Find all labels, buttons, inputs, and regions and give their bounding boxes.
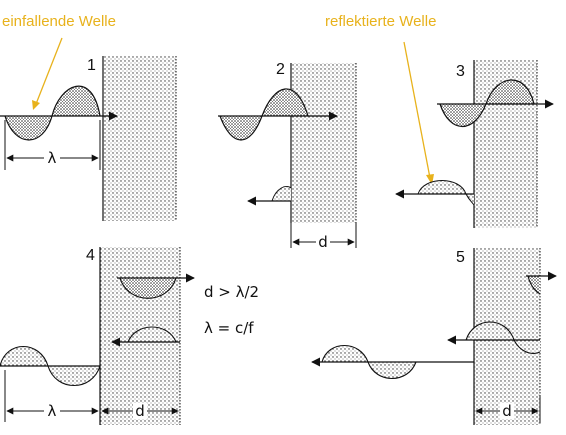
- panel-3: 3: [395, 60, 554, 228]
- panel-4: λ d 4: [0, 247, 195, 425]
- reflected-wave-label: reflektierte Welle: [325, 13, 436, 30]
- medium-slab: [291, 63, 356, 223]
- reflected-annotation-pointer: [403, 41, 431, 179]
- transmitted-wave: [119, 277, 177, 299]
- panel-1: λ 1: [0, 56, 177, 221]
- lambda-label: λ: [48, 402, 57, 420]
- panel-number: 5: [456, 249, 465, 266]
- incident-pointer-head: [32, 100, 40, 110]
- transmitted-wave: [527, 275, 541, 295]
- reflected-wave-fill: [418, 180, 474, 205]
- internal-reflection-fill: [466, 322, 540, 354]
- back-reflection-wave: [127, 326, 177, 343]
- lambda-label: λ: [48, 149, 57, 167]
- panel-5: d 5: [311, 248, 557, 425]
- back-reflection-fill: [128, 327, 176, 342]
- wave-fill: [5, 86, 100, 140]
- medium-slab: [103, 56, 176, 221]
- wave-fill: [220, 88, 308, 140]
- reflected-wave: [271, 186, 292, 202]
- panel-2: d 2: [218, 61, 357, 251]
- d-label: d: [502, 402, 512, 420]
- panel-number: 1: [87, 57, 96, 74]
- wave-fill: [120, 278, 176, 299]
- wavelength-formula: λ = c/f: [204, 319, 254, 337]
- incident-annotation-pointer: [35, 37, 63, 105]
- incident-wave-label: einfallende Welle: [2, 13, 116, 30]
- reflected-wave-fill: [272, 186, 291, 201]
- panel-number: 3: [456, 63, 465, 80]
- wave-fill: [528, 276, 540, 294]
- d-label: d: [135, 402, 145, 420]
- panel-number: 4: [86, 247, 95, 264]
- condition-formula: d > λ/2: [204, 283, 259, 301]
- panel-number: 2: [276, 61, 285, 78]
- wave-fill: [440, 79, 534, 127]
- d-label: d: [318, 233, 328, 251]
